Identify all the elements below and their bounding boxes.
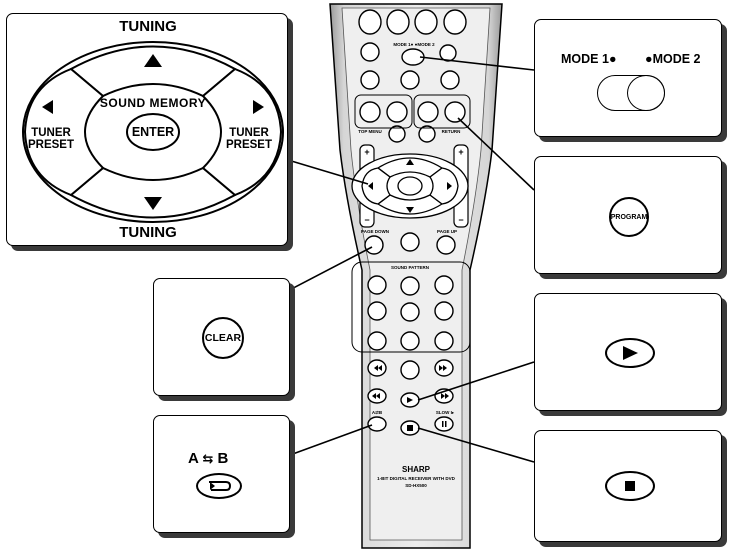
mode1-dot-icon: ● [608,52,617,66]
remote-model-line: 1-BIT DIGITAL RECEIVER WITH DVD [377,476,455,481]
tuner-preset-left-label: TUNER PRESET [25,127,77,151]
tuner-preset-left-line2: PRESET [27,139,74,151]
down-arrow-icon [144,197,162,210]
program-button[interactable]: PROGRAM [609,197,649,237]
stop-icon [625,481,635,491]
tuning-bottom-label: TUNING [119,224,177,241]
clear-button[interactable]: CLEAR [202,317,244,359]
mode2-text: MODE 2 [652,52,701,66]
ab-repeat-icon [209,481,232,491]
remote-page-up: PAGE UP [437,229,457,234]
sound-memory-label: SOUND MEMORY [99,96,207,110]
remote-sound-pattern: SOUND PATTERN [390,265,430,270]
tuning-top-label: TUNING [119,18,177,35]
stop-button[interactable] [605,471,655,501]
ab-label: A ⇆ B [188,450,228,467]
remote-brand: SHARP [401,465,430,474]
remote-slow-label: SLOW I▸ [435,410,455,415]
ab-repeat-callout: A ⇆ B [153,415,290,533]
play-button[interactable] [605,338,655,368]
mode1-text: MODE 1 [561,52,609,66]
svg-text:−: − [458,215,463,225]
remote-ab-label: A⇄B [371,410,383,415]
ab-label-b: B [217,450,229,467]
tuning-pad-drawing [22,41,284,223]
mode-toggle-knob [627,75,665,111]
remote-return: RETURN [441,129,461,134]
mode-switch-callout: MODE 1● ●MODE 2 [534,19,722,137]
stop-callout [534,430,722,542]
svg-text:+: + [458,147,463,157]
ab-repeat-button[interactable] [196,473,242,499]
svg-text:+: + [364,147,369,157]
remote-top-menu: TOP MENU [358,129,382,134]
right-arrow-icon [253,100,264,114]
ab-label-a: A [188,450,199,467]
remote-page-down: PAGE DOWN [361,229,389,234]
remote-model-number: SD-HX500 [405,483,427,488]
enter-button[interactable]: ENTER [131,125,175,139]
mode1-label: MODE 1● [561,52,617,66]
play-callout [534,293,722,411]
tuner-preset-right-line2: PRESET [225,139,272,151]
up-arrow-icon [144,54,162,67]
mode2-label: ●MODE 2 [645,52,701,66]
left-arrow-icon [42,100,53,114]
svg-text:−: − [364,215,369,225]
tuner-preset-right-line1: TUNER [229,127,269,139]
remote-nav-pad [351,153,469,219]
ab-loop-arrow-icon: ⇆ [202,451,214,466]
mode2-dot-icon: ● [645,52,653,66]
program-callout: PROGRAM [534,156,722,274]
play-icon [623,346,638,360]
tuner-preset-left-line1: TUNER [31,127,71,139]
remote-mode-label: MODE 1● ●MODE 2 [393,42,435,47]
clear-callout: CLEAR [153,278,290,396]
tuning-pad-callout: TUNING TUNING SOUND MEMORY ENTER TUNER P… [6,13,288,246]
tuner-preset-right-label: TUNER PRESET [223,127,275,151]
